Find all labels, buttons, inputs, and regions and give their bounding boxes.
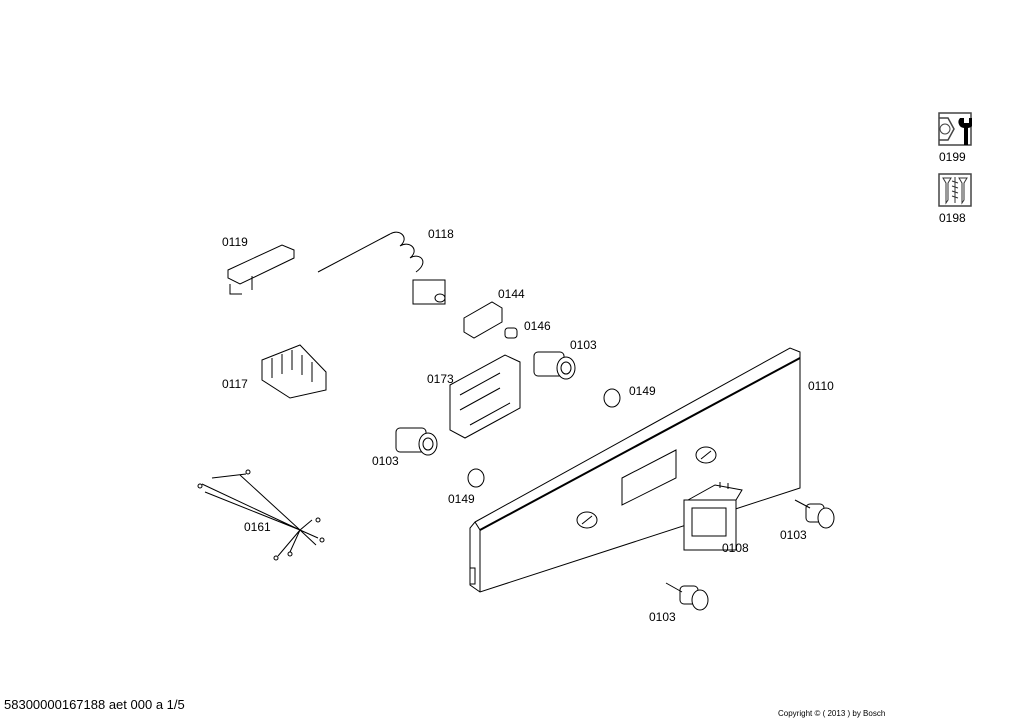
part-knob	[665, 582, 709, 611]
label-0149[interactable]: 0149	[448, 492, 475, 506]
label-0103[interactable]: 0103	[780, 528, 807, 542]
label-0144[interactable]: 0144	[498, 287, 525, 301]
label-0103[interactable]: 0103	[570, 338, 597, 352]
screws-icon[interactable]	[938, 173, 972, 207]
label-0146[interactable]: 0146	[524, 319, 551, 333]
part-knob	[794, 499, 835, 529]
label-0199[interactable]: 0199	[939, 150, 966, 164]
part-knob	[533, 351, 576, 380]
label-0198[interactable]: 0198	[939, 211, 966, 225]
label-0117[interactable]: 0117	[222, 377, 248, 391]
label-0103[interactable]: 0103	[372, 454, 399, 468]
part-lamp-holder	[504, 327, 518, 339]
label-0108[interactable]: 0108	[722, 541, 749, 555]
document-id: 58300000167188 aet 000 a 1/5	[4, 697, 185, 712]
label-0119[interactable]: 0119	[222, 235, 248, 249]
part-terminal-block	[261, 344, 327, 399]
part-knob	[395, 427, 438, 456]
label-0161[interactable]: 0161	[244, 520, 271, 534]
part-switch-bracket	[227, 244, 295, 295]
part-display-module	[683, 482, 743, 551]
tools-icon[interactable]	[938, 112, 972, 146]
part-ring	[603, 388, 621, 408]
label-0118[interactable]: 0118	[428, 227, 454, 241]
part-ring	[467, 468, 485, 488]
label-0103[interactable]: 0103	[649, 610, 676, 624]
label-0149[interactable]: 0149	[629, 384, 656, 398]
part-circuit-board	[449, 354, 521, 439]
part-wire-harness	[197, 469, 325, 561]
part-bracket	[463, 301, 503, 339]
part-thermostat	[317, 231, 446, 305]
label-0173[interactable]: 0173	[427, 372, 454, 386]
label-0110[interactable]: 0110	[808, 379, 834, 393]
part-control-panel	[469, 347, 801, 593]
copyright: Copyright © ( 2013 ) by Bosch	[778, 709, 886, 718]
